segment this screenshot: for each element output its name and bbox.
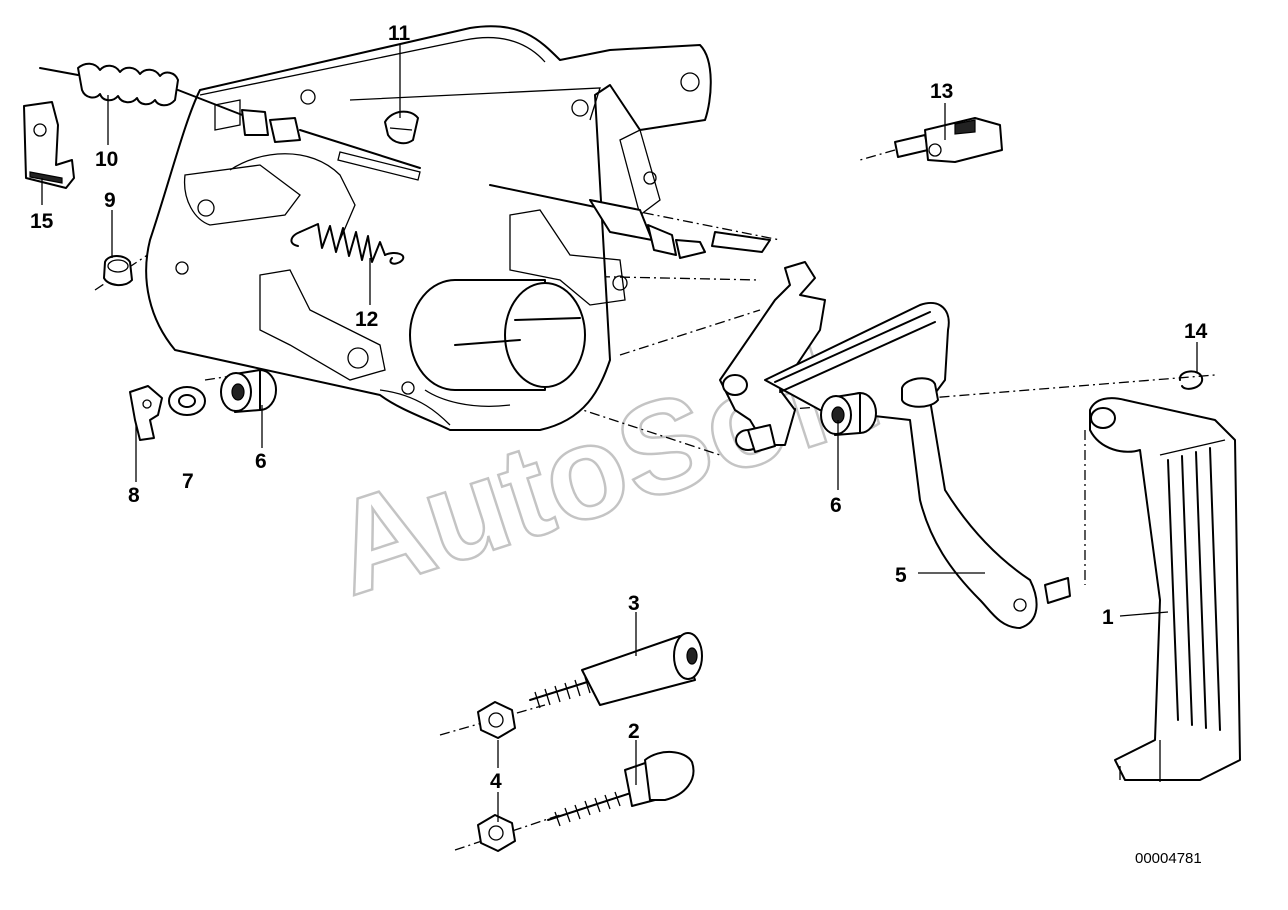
callout-8: 8 <box>128 484 140 507</box>
hex-nut-lower <box>477 814 516 852</box>
callout-14: 14 <box>1184 320 1208 343</box>
circlip <box>1178 370 1204 390</box>
pedal-arm <box>764 302 1071 629</box>
cable-clip <box>23 101 75 189</box>
callout-4: 4 <box>490 770 502 793</box>
callout-1: 1 <box>1102 606 1114 629</box>
stop-screw-long <box>529 632 703 709</box>
callout-15: 15 <box>30 210 54 233</box>
catalog-number: 00004781 <box>1135 850 1202 867</box>
lever-plate <box>719 261 826 453</box>
callout-6-left: 6 <box>255 450 267 473</box>
callout-10: 10 <box>95 148 118 171</box>
callout-13: 13 <box>930 80 953 103</box>
throttle-cable <box>39 62 771 259</box>
callout-2: 2 <box>628 720 640 743</box>
callout-6-right: 6 <box>830 494 842 517</box>
callout-7: 7 <box>182 470 194 493</box>
bushing-small <box>103 255 133 286</box>
callout-11: 11 <box>388 22 411 45</box>
pivot-housing <box>409 279 586 407</box>
accelerator-pedal-pad <box>1089 397 1241 782</box>
bearing-bush-right <box>820 392 877 436</box>
grommet <box>384 110 419 145</box>
callout-labels: 1 2 3 4 5 6 6 7 8 9 10 11 12 13 14 15 <box>30 22 1208 793</box>
hex-nut-upper <box>477 701 516 739</box>
callout-9: 9 <box>104 189 116 212</box>
washer <box>168 386 206 416</box>
callout-5: 5 <box>895 564 907 587</box>
kickdown-switch <box>894 117 1003 163</box>
retaining-clip <box>129 385 163 441</box>
bearing-bush-left <box>220 369 277 413</box>
callout-12: 12 <box>355 308 378 331</box>
callout-3: 3 <box>628 592 640 615</box>
return-spring <box>290 223 405 265</box>
callout-leader-lines <box>41 45 1198 822</box>
stop-screw-knurled <box>547 751 695 827</box>
